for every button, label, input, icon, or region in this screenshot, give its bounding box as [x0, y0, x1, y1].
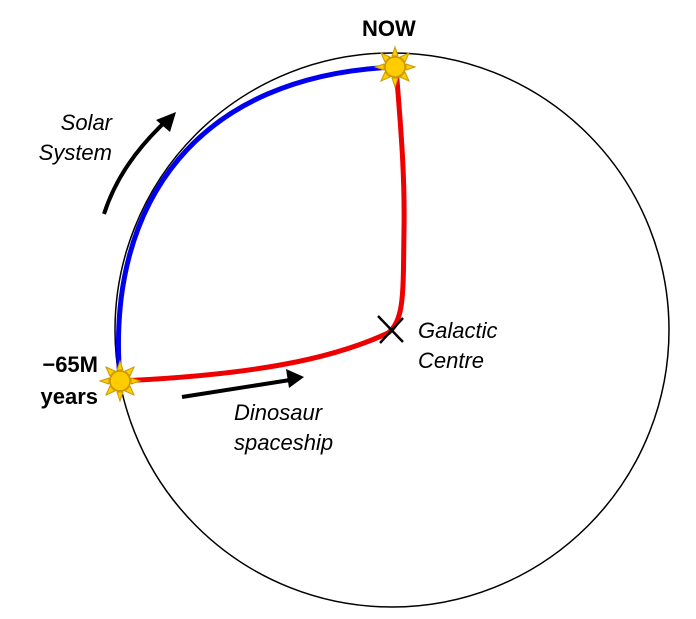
solar-system-label-line2: System	[38, 140, 112, 165]
cross-icon	[377, 315, 404, 344]
spaceship-path	[119, 66, 407, 384]
spaceship-direction-arrow	[181, 369, 304, 399]
now-label: NOW	[362, 16, 416, 41]
galactic-centre-label-line1: Galactic	[418, 318, 498, 343]
sun-icon	[373, 45, 417, 89]
dinosaur-spaceship-label-line1: Dinosaur	[234, 400, 323, 425]
galactic-centre-label-line2: Centre	[418, 348, 485, 373]
solar-system-path	[116, 64, 396, 381]
past-label-line2: years	[40, 384, 98, 409]
solar-system-label-line1: Solar	[60, 110, 112, 135]
dinosaur-spaceship-label-line2: spaceship	[234, 430, 334, 455]
solar-direction-arrow	[102, 112, 176, 215]
past-label-line1: −65M	[42, 352, 98, 377]
sun-icon	[98, 359, 142, 403]
orbit-circle	[114, 52, 670, 608]
